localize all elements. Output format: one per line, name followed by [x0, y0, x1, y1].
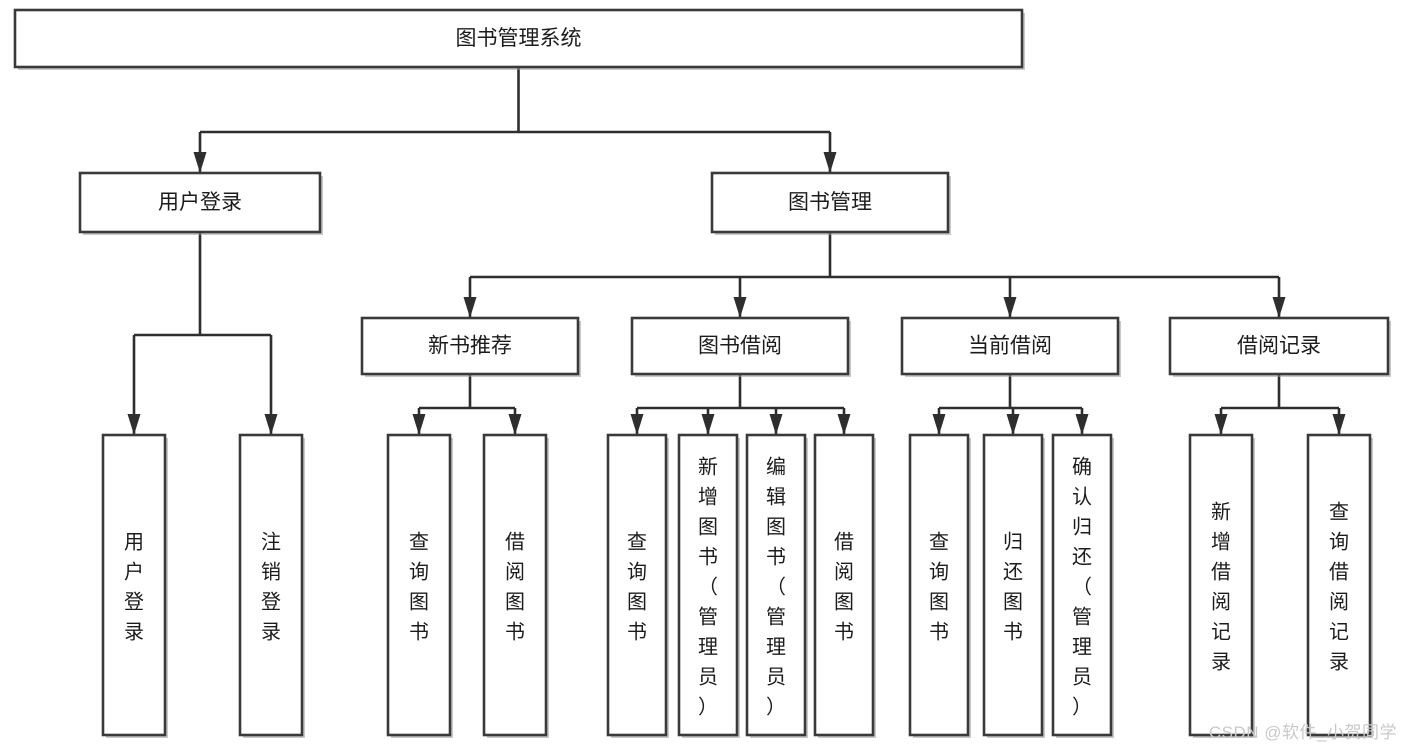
node-book-borrow[interactable]: 图书借阅 [630, 316, 851, 377]
connector-arrowhead [1003, 297, 1017, 318]
node-leaf-return-book[interactable]: 归还图书 [982, 433, 1045, 738]
node-leaf-query-book-cb[interactable]: 查询图书 [908, 433, 971, 738]
node-rect[interactable] [101, 433, 167, 737]
node-book-manage[interactable]: 图书管理 [710, 171, 951, 235]
node-user-login[interactable]: 用户登录 [78, 171, 323, 235]
node-label: 注销登录 [261, 530, 281, 643]
connector-arrowhead [701, 414, 715, 435]
connector-arrowhead [823, 152, 837, 173]
node-label: 图书借阅 [698, 335, 782, 358]
node-leaf-query-book-bb[interactable]: 查询图书 [606, 433, 669, 738]
node-rect[interactable] [813, 433, 875, 737]
connector-arrowhead [837, 414, 851, 435]
node-rect[interactable] [745, 433, 807, 737]
node-leaf-borrow-book-bb[interactable]: 借阅图书 [813, 433, 876, 738]
node-label: 图书管理系统 [456, 27, 582, 50]
node-label: 查询图书 [627, 530, 647, 643]
csdn-watermark: CSDN @软件_小贺同学 [1208, 723, 1397, 742]
node-rect[interactable] [908, 433, 970, 737]
connector-arrowhead [508, 414, 522, 435]
connector-arrowhead [127, 414, 141, 435]
node-rect[interactable] [1051, 433, 1113, 737]
node-current-borrow[interactable]: 当前借阅 [900, 316, 1121, 377]
connector-arrowhead [1272, 297, 1286, 318]
node-leaf-query-book-rec[interactable]: 查询图书 [386, 433, 453, 738]
node-label: 编辑图书（管理员） [766, 455, 786, 718]
connector-layer [127, 67, 1346, 435]
node-label: 借阅图书 [505, 530, 525, 643]
node-rect[interactable] [1188, 433, 1254, 737]
node-rect[interactable] [360, 316, 580, 376]
node-leaf-add-book[interactable]: 新增图书（管理员） [677, 433, 740, 738]
node-label: 归还图书 [1003, 530, 1023, 643]
connector-arrowhead [1006, 414, 1020, 435]
node-rect[interactable] [677, 433, 739, 737]
node-label: 图书管理 [788, 191, 872, 214]
node-rect[interactable] [78, 171, 322, 234]
node-rect[interactable] [238, 433, 304, 737]
node-rect[interactable] [630, 316, 850, 376]
connector-arrowhead [264, 414, 278, 435]
node-leaf-user-login[interactable]: 用户登录 [101, 433, 168, 738]
connector-arrowhead [1332, 414, 1346, 435]
connector-arrowhead [193, 152, 207, 173]
node-label: 新书推荐 [428, 335, 512, 358]
connector-arrowhead [463, 297, 477, 318]
node-label: 确认归还（管理员） [1072, 455, 1092, 718]
connector-arrowhead [769, 414, 783, 435]
node-label: 当前借阅 [968, 335, 1052, 358]
connector-arrowhead [630, 414, 644, 435]
connector-arrowhead [1075, 414, 1089, 435]
node-new-book-rec[interactable]: 新书推荐 [360, 316, 581, 377]
node-leaf-add-record[interactable]: 新增借阅记录 [1188, 433, 1255, 738]
node-rect[interactable] [606, 433, 668, 737]
node-leaf-confirm-return[interactable]: 确认归还（管理员） [1051, 433, 1114, 738]
connector-arrowhead [1214, 414, 1228, 435]
node-label: 新增图书（管理员） [698, 455, 718, 718]
node-rect[interactable] [982, 433, 1044, 737]
node-leaf-borrow-book-rec[interactable]: 借阅图书 [482, 433, 549, 738]
node-rect[interactable] [482, 433, 548, 737]
node-rect[interactable] [1168, 316, 1390, 376]
node-label: 用户登录 [124, 531, 144, 643]
node-layer: 图书管理系统用户登录图书管理新书推荐图书借阅当前借阅借阅记录用户登录注销登录查询… [13, 8, 1391, 738]
node-rect[interactable] [710, 171, 950, 234]
node-label: 查询借阅记录 [1329, 500, 1349, 673]
node-rect[interactable] [900, 316, 1120, 376]
node-leaf-edit-book[interactable]: 编辑图书（管理员） [745, 433, 808, 738]
node-label: 新增借阅记录 [1211, 500, 1231, 673]
node-label: 用户登录 [158, 191, 242, 214]
node-leaf-query-record[interactable]: 查询借阅记录 [1306, 433, 1373, 738]
node-label: 查询图书 [409, 530, 429, 643]
connector-arrowhead [932, 414, 946, 435]
node-label: 借阅记录 [1237, 335, 1321, 358]
node-leaf-user-logout[interactable]: 注销登录 [238, 433, 305, 738]
node-rect[interactable] [1306, 433, 1372, 737]
connector-arrowhead [733, 297, 747, 318]
node-rect[interactable] [13, 8, 1024, 69]
node-label: 查询图书 [929, 530, 949, 643]
node-label: 借阅图书 [834, 530, 854, 643]
node-rect[interactable] [386, 433, 452, 737]
node-root[interactable]: 图书管理系统 [13, 8, 1025, 70]
connector-arrowhead [412, 414, 426, 435]
node-borrow-record[interactable]: 借阅记录 [1168, 316, 1391, 377]
